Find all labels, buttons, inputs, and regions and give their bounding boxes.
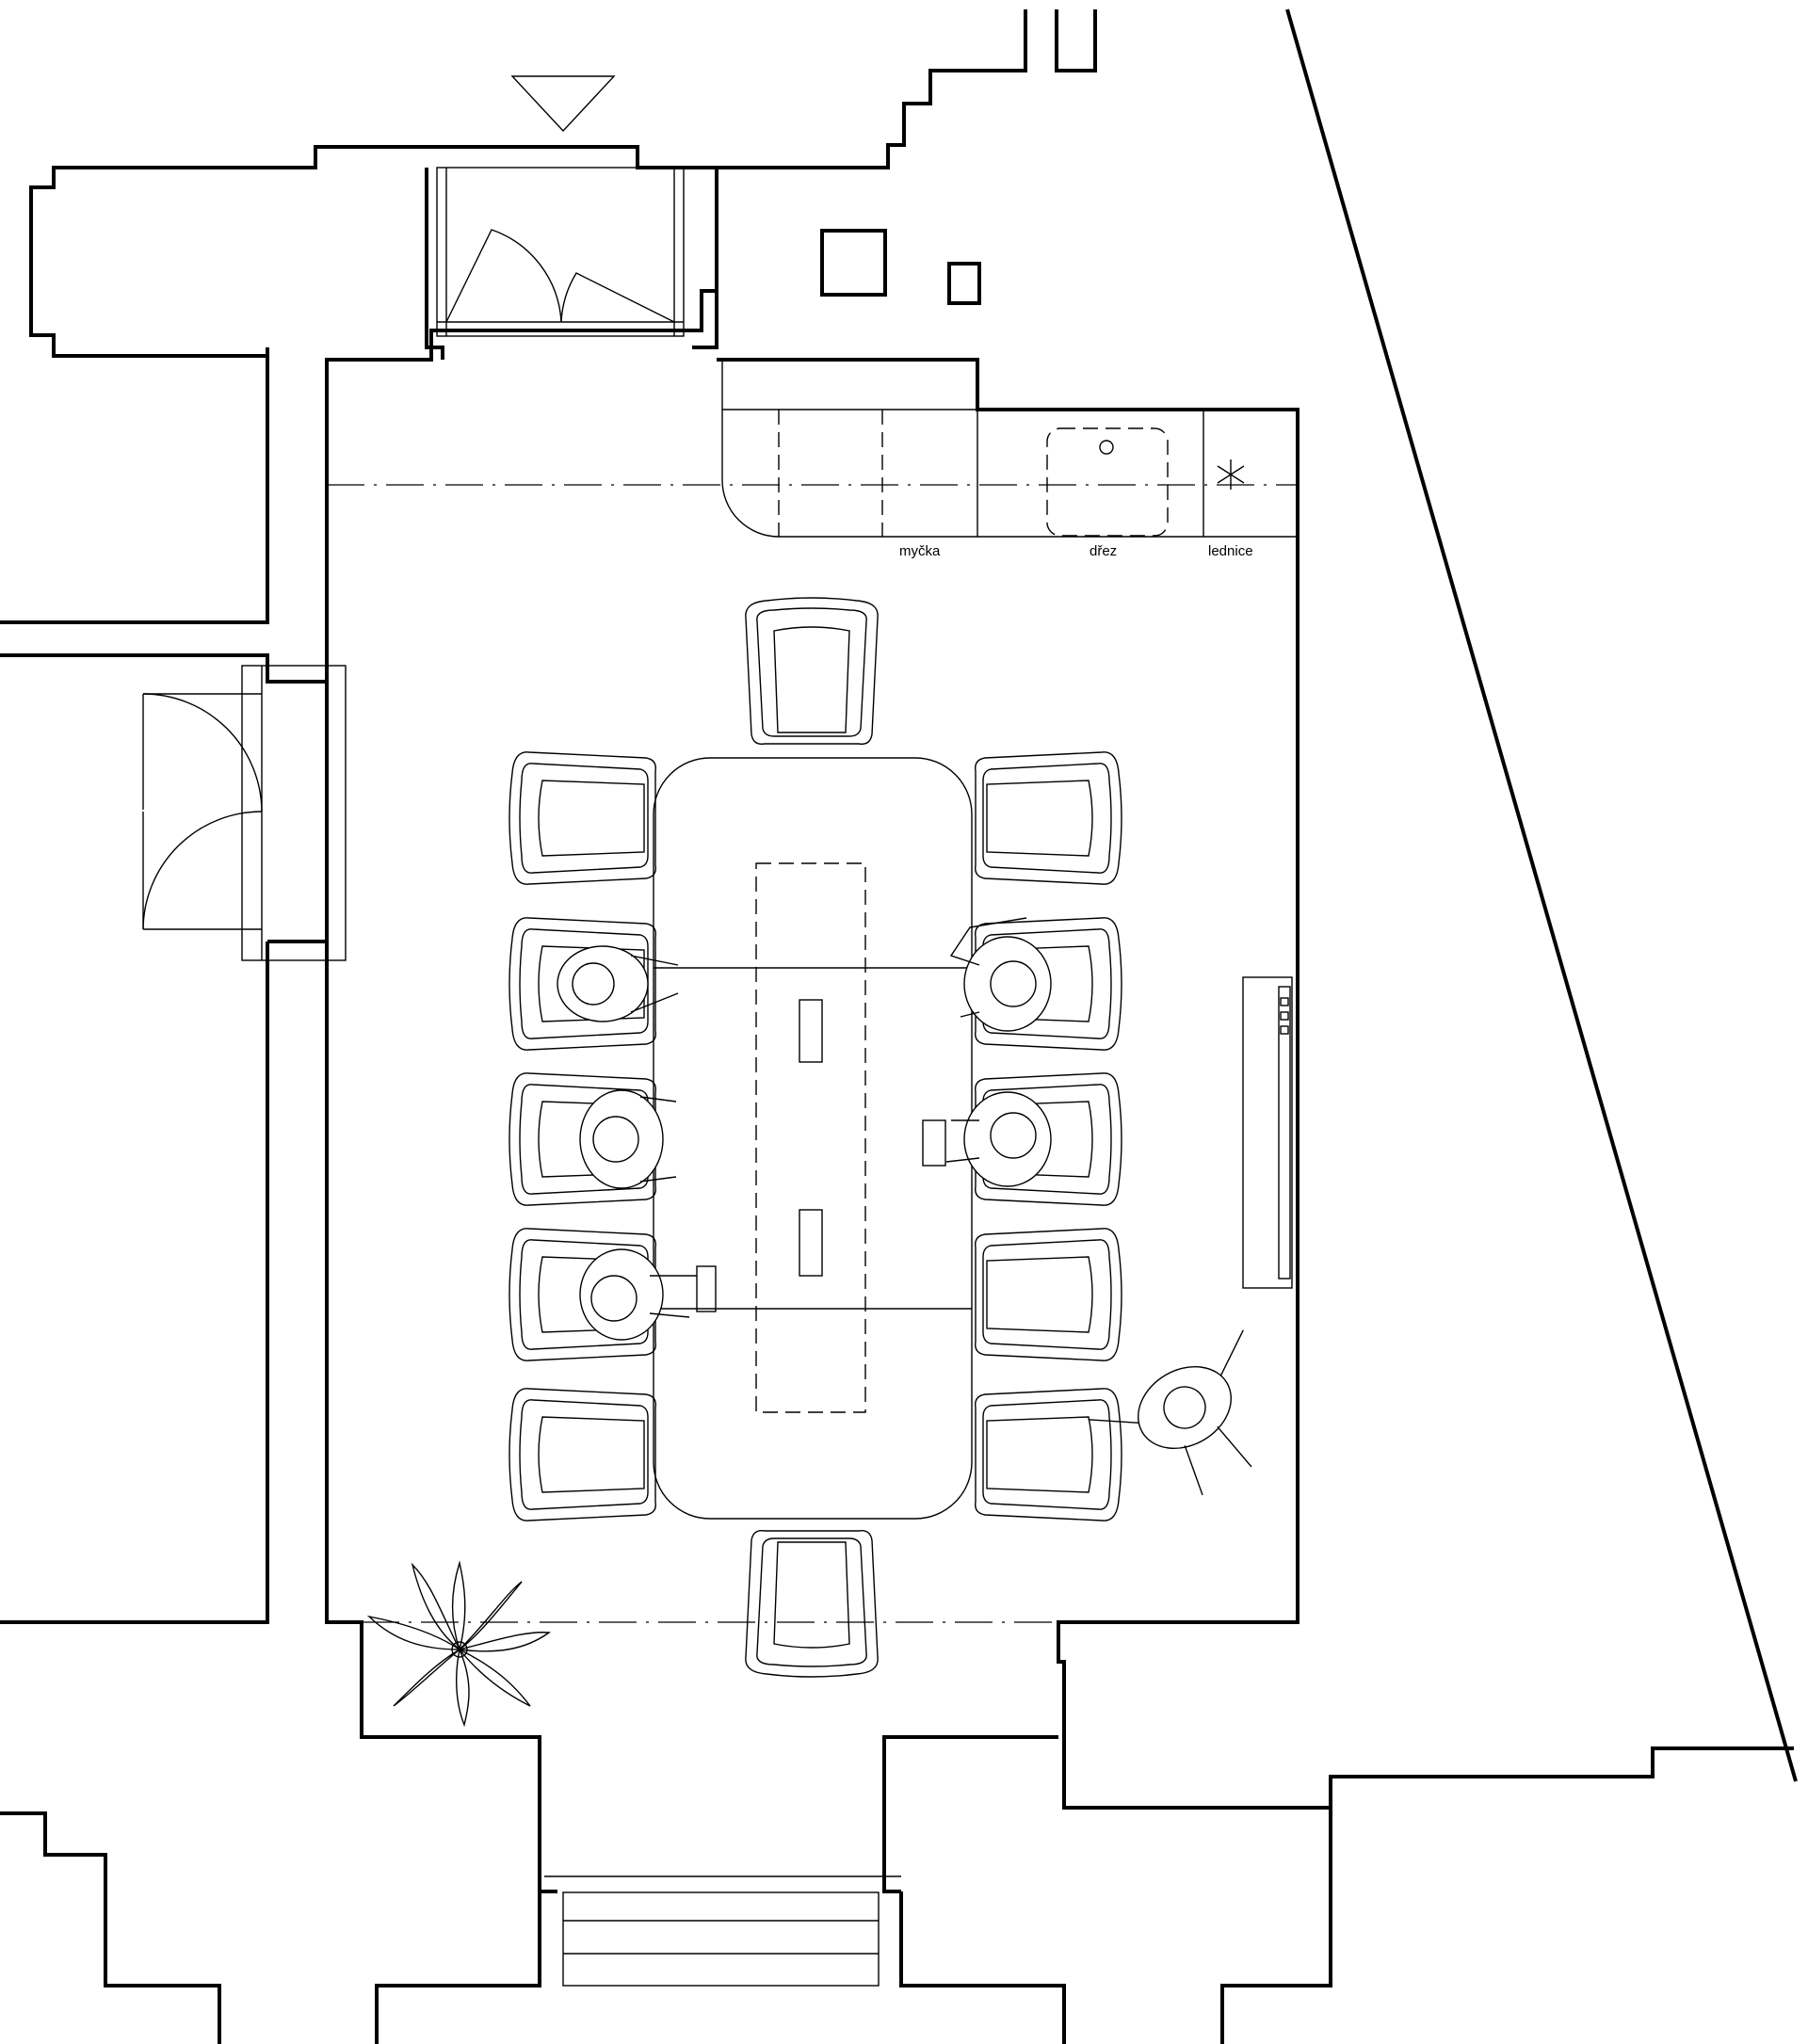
sink <box>1046 427 1169 537</box>
entry-arrow-icon <box>510 75 616 133</box>
power-outlet <box>799 999 823 1063</box>
tv-screen <box>1242 976 1293 1289</box>
top-door <box>436 75 685 337</box>
wall-room-right <box>717 358 1794 1810</box>
person-seated <box>557 945 679 1022</box>
person-seated <box>579 1089 677 1189</box>
wall-top-right <box>692 9 1027 349</box>
walls <box>0 8 1798 2044</box>
wall-bottom-left <box>0 1811 541 2044</box>
person-seated <box>922 1091 1052 1187</box>
tv-cabinet <box>1242 976 1293 1289</box>
person-seated <box>579 1248 717 1341</box>
sink-drain-icon <box>1099 440 1114 455</box>
label-dishwasher: myčka <box>899 543 941 559</box>
table-inset <box>755 862 866 1413</box>
door-frame <box>436 167 685 337</box>
table-top <box>653 757 973 1520</box>
people <box>557 917 1252 1496</box>
wall-left-strip <box>0 655 327 1624</box>
plant-icon <box>366 1560 551 1728</box>
bottom-stairs <box>544 1875 901 1987</box>
wall-diagonal <box>1285 8 1798 1782</box>
label-sink: dřez <box>1090 543 1117 559</box>
column-small <box>947 262 981 305</box>
column-square <box>820 229 887 297</box>
left-door-frame <box>241 665 347 961</box>
label-fridge: lednice <box>1208 543 1253 559</box>
wall-top-right-stairs <box>1055 9 1097 72</box>
wall-bottom-right <box>899 1808 1332 2044</box>
wall-top-left-block <box>0 145 718 684</box>
wall-room-left <box>325 682 1058 1893</box>
conference-table <box>653 757 973 1520</box>
left-door <box>142 665 347 961</box>
person-standing <box>1088 1329 1252 1496</box>
person-seated <box>949 917 1052 1032</box>
power-outlet <box>799 1209 823 1277</box>
wall-bracket-left <box>425 168 444 360</box>
kitchen-counter: myčka dřez lednice <box>327 360 1298 559</box>
